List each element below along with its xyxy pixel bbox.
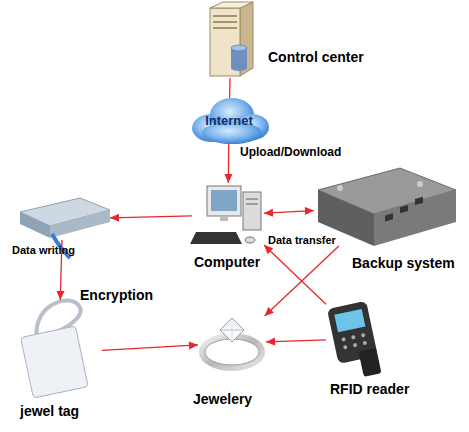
connector-line: [265, 246, 339, 316]
tag-illustration: [15, 298, 97, 399]
reader-node: RFID reader: [326, 300, 386, 378]
arrow-head: [189, 341, 198, 349]
edge-label: Upload/Download: [240, 146, 341, 159]
arrow-head: [110, 214, 119, 222]
node-label: Backup system: [352, 256, 455, 271]
server-icon: [210, 2, 253, 76]
connector-line: [102, 345, 198, 350]
arrow-head: [264, 209, 273, 217]
connector-arrow: [224, 144, 232, 183]
arrow-head: [305, 207, 314, 215]
connector-arrow: [229, 78, 230, 98]
connector-line: [110, 216, 192, 218]
arrow-head: [266, 338, 275, 346]
edge-label: Encryption: [80, 288, 153, 303]
computer-icon: [190, 186, 261, 244]
arrow-head: [265, 307, 274, 316]
connector-line: [60, 240, 62, 300]
reader-illustration: [327, 301, 382, 382]
connector-arrow: [265, 246, 339, 316]
connector-arrow: [102, 341, 198, 350]
jewelry-node: Jewelery: [198, 316, 266, 370]
computer-node: Computer: [192, 183, 264, 247]
connector-arrow: [110, 214, 192, 222]
arrow-head: [224, 174, 232, 183]
node-label: Computer: [194, 255, 260, 270]
cloud-shape: [192, 98, 269, 144]
node-label: jewel tag: [20, 404, 79, 419]
connector-line: [229, 78, 231, 98]
connector-arrow: [57, 240, 65, 300]
backup-device: [318, 168, 456, 246]
writer-node: Data writing: [15, 198, 110, 240]
connector-line: [264, 245, 326, 304]
connector-arrow: [264, 207, 314, 217]
connector-line: [266, 340, 326, 342]
node-label: Jewelery: [193, 392, 252, 407]
tag-node: jewel tag: [16, 300, 102, 396]
arrow-head: [57, 291, 65, 300]
node-label: Internet: [205, 114, 253, 128]
connector-arrow: [264, 245, 326, 304]
cloud-node: Internet: [190, 98, 268, 144]
server-node: Control center: [207, 2, 255, 78]
arrow-head: [264, 245, 273, 254]
edge-label: Data transfer: [268, 234, 336, 246]
connector-arrow: [266, 338, 326, 346]
ring-illustration: [202, 318, 262, 368]
node-label: RFID reader: [330, 382, 409, 397]
node-label: Control center: [268, 50, 364, 65]
node-label: Data writing: [12, 244, 75, 256]
